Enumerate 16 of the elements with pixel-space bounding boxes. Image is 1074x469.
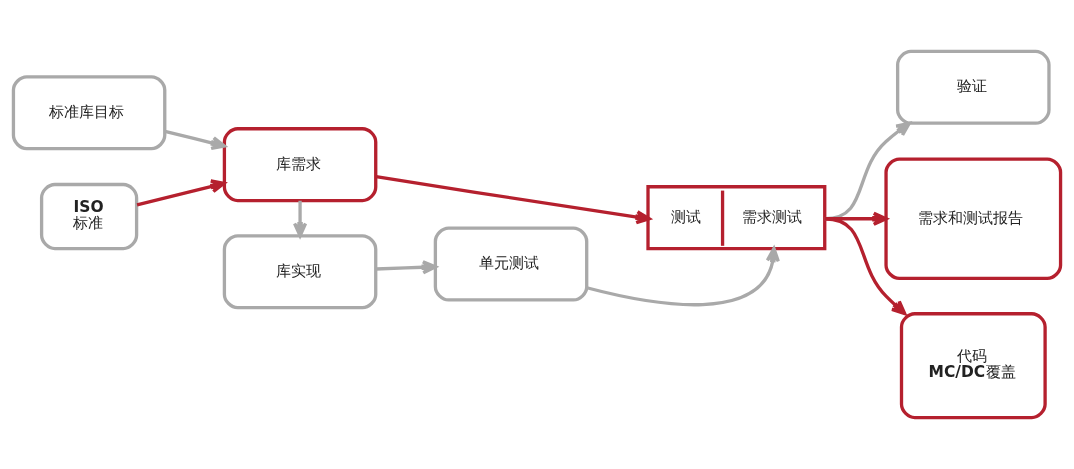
arrow <box>375 174 651 225</box>
node-box: 测试 需求测试 <box>646 185 827 251</box>
node-box: ISO 标准 <box>39 182 139 251</box>
arrow <box>136 179 226 207</box>
node-box: 单元测试 <box>433 226 589 302</box>
node-box: 库实现 <box>222 234 378 310</box>
arrow <box>292 200 308 238</box>
node-box: 需求和测试报告 <box>884 157 1063 281</box>
arrow <box>824 217 907 316</box>
arrow <box>375 260 437 275</box>
node-box: 库需求 <box>222 127 378 203</box>
node-box: 代码 MC/DC覆盖 <box>899 312 1047 420</box>
node-box: 标准库目标 <box>11 75 167 151</box>
arrow <box>164 129 226 151</box>
arrow <box>586 246 780 307</box>
node-box: 验证 <box>896 49 1051 125</box>
